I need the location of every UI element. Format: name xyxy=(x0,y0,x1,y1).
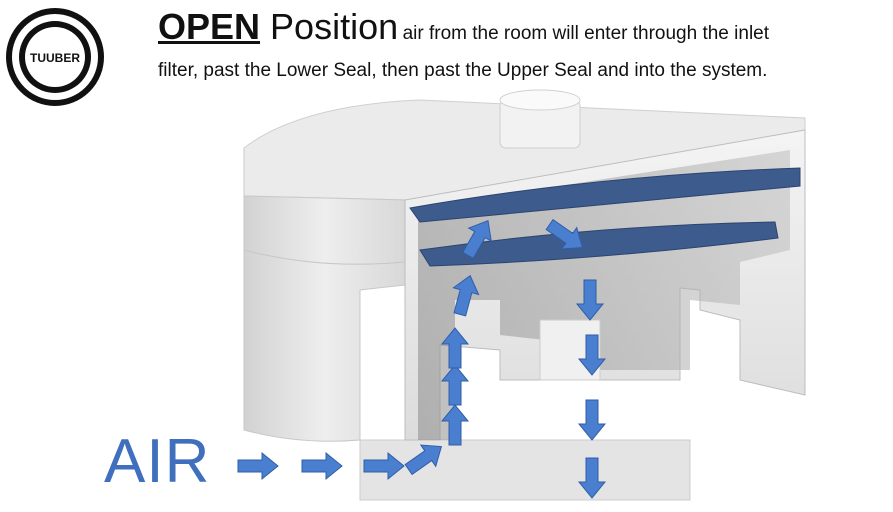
airflow-arrow xyxy=(577,399,607,441)
top-cap xyxy=(243,89,806,265)
airflow-arrow xyxy=(577,334,607,376)
heading-title: Position xyxy=(260,6,399,47)
heading: OPEN Position air from the room will ent… xyxy=(158,6,769,48)
air-label: AIR xyxy=(104,427,211,496)
airflow-arrow xyxy=(462,219,492,260)
upper-seal xyxy=(409,167,801,223)
airflow-arrow xyxy=(301,451,343,481)
lower-body xyxy=(243,249,691,501)
airflow-arrow xyxy=(452,274,480,317)
airflow-arrows xyxy=(237,218,607,499)
airflow-arrow xyxy=(363,451,405,481)
logo-text: TUUBER xyxy=(30,51,80,65)
airflow-arrow xyxy=(440,404,470,446)
airflow-arrow xyxy=(440,327,470,369)
airflow-arrow xyxy=(237,451,279,481)
heading-state: OPEN xyxy=(158,6,261,47)
logo-badge: TUUBER xyxy=(6,8,104,106)
airflow-arrow xyxy=(440,364,470,406)
tuuber-logo: TUUBER xyxy=(6,8,104,106)
lower-seal xyxy=(419,221,779,267)
heading-description-line1: air from the room will enter through the… xyxy=(402,23,770,44)
airflow-arrow xyxy=(575,279,605,321)
airflow-arrow xyxy=(545,218,584,250)
heading-description-line2: filter, past the Lower Seal, then past t… xyxy=(158,60,768,81)
airflow-arrow xyxy=(404,444,443,476)
airflow-arrow xyxy=(577,457,607,499)
